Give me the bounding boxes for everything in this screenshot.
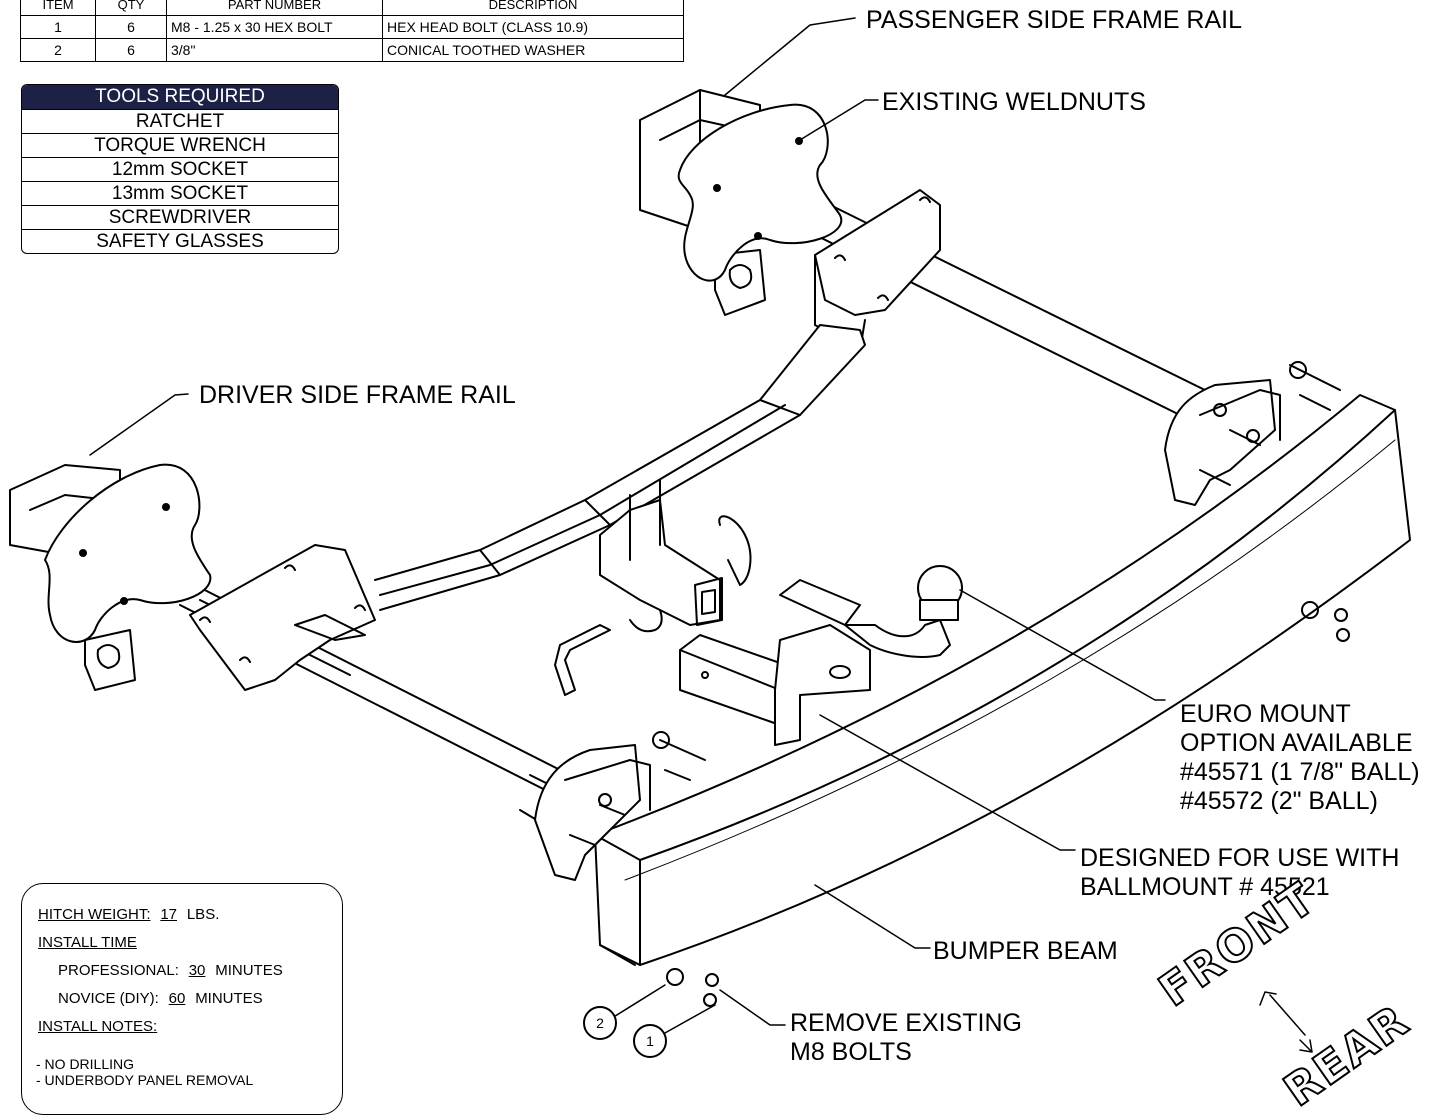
install-notes-label: INSTALL NOTES: <box>38 1018 158 1035</box>
cross-tube <box>374 324 866 611</box>
balloon-1-label: 1 <box>646 1033 654 1049</box>
balloon-2 <box>583 1006 617 1040</box>
hitch-weight-unit: LBS. <box>186 906 220 923</box>
novice-time-line: NOVICE (DIY): 60 MINUTES <box>58 990 263 1007</box>
driver-flange-plate <box>44 463 212 643</box>
install-time-line: INSTALL TIME <box>38 934 137 951</box>
cell-item: 2 <box>20 38 96 62</box>
col-part-number: PART NUMBER <box>166 0 383 16</box>
callout-driver-frame-rail: DRIVER SIDE FRAME RAIL <box>199 381 516 409</box>
remove-bolts-line-1: REMOVE EXISTING <box>790 1009 1022 1037</box>
callout-bumper-beam: BUMPER BEAM <box>933 937 1118 965</box>
note-item: - NO DRILLING <box>36 1056 135 1072</box>
callout-designed-for: DESIGNED FOR USE WITH BALLMOUNT # 45521 <box>1080 844 1399 902</box>
cell-qty: 6 <box>95 38 167 62</box>
col-item: ITEM <box>20 0 96 16</box>
passenger-end-brackets <box>1164 361 1350 642</box>
tool-item: 13mm SOCKET <box>22 181 338 205</box>
note-item: - UNDERBODY PANEL REMOVAL <box>36 1072 254 1088</box>
callout-passenger-frame-rail: PASSENGER SIDE FRAME RAIL <box>866 6 1243 34</box>
standard-ball-mount <box>679 624 871 746</box>
euro-mount-line-2: OPTION AVAILABLE <box>1180 729 1413 757</box>
table-row: 1 6 M8 - 1.25 x 30 HEX BOLT HEX HEAD BOL… <box>20 15 684 39</box>
professional-unit: MINUTES <box>215 962 283 979</box>
remove-bolts-line-2: M8 BOLTS <box>790 1038 912 1066</box>
callout-euro-mount: EURO MOUNT OPTION AVAILABLE #45571 (1 7/… <box>1180 700 1420 816</box>
leader-lines <box>89 17 1166 1039</box>
professional-label: PROFESSIONAL: <box>58 962 179 979</box>
hitch-pin <box>554 515 752 696</box>
col-description: DESCRIPTION <box>382 0 684 16</box>
cell-description: CONICAL TOOTHED WASHER <box>382 38 684 62</box>
cell-qty: 6 <box>95 15 167 39</box>
tool-item: TORQUE WRENCH <box>22 133 338 157</box>
driver-bracket <box>189 544 376 691</box>
install-time-label: INSTALL TIME <box>38 934 137 951</box>
novice-label: NOVICE (DIY): <box>58 990 159 1007</box>
cell-part-number: 3/8" <box>166 38 383 62</box>
cell-description: HEX HEAD BOLT (CLASS 10.9) <box>382 15 684 39</box>
euro-mount-line-1: EURO MOUNT <box>1180 700 1351 728</box>
driver-end-brackets <box>534 731 719 1007</box>
parts-table: ITEM QTY PART NUMBER DESCRIPTION 1 6 M8 … <box>20 0 684 62</box>
novice-value: 60 <box>168 990 186 1007</box>
callout-remove-bolts: REMOVE EXISTING M8 BOLTS <box>790 1009 1022 1067</box>
cell-item: 1 <box>20 15 96 39</box>
install-info-box: HITCH WEIGHT: 17 LBS. INSTALL TIME PROFE… <box>21 883 343 1115</box>
cell-part-number: M8 - 1.25 x 30 HEX BOLT <box>166 15 383 39</box>
designed-for-line-1: DESIGNED FOR USE WITH <box>1080 844 1400 872</box>
bumper-beam <box>594 394 1411 966</box>
hitch-weight-line: HITCH WEIGHT: 17 LBS. <box>38 906 219 923</box>
table-row: 2 6 3/8" CONICAL TOOTHED WASHER <box>20 38 684 62</box>
passenger-bracket <box>814 189 941 351</box>
balloon-2-label: 2 <box>596 1015 604 1031</box>
euro-mount-line-3: #45571 (1 7/8" BALL) <box>1180 758 1420 786</box>
col-qty: QTY <box>95 0 167 16</box>
passenger-flange-plate <box>677 103 843 282</box>
hitch-weight-label: HITCH WEIGHT: <box>38 906 151 923</box>
tools-required-table: TOOLS REQUIRED RATCHET TORQUE WRENCH 12m… <box>21 84 339 254</box>
parts-table-header: ITEM QTY PART NUMBER DESCRIPTION <box>20 0 684 16</box>
install-notes-line: INSTALL NOTES: <box>38 1018 157 1035</box>
designed-for-line-2: BALLMOUNT # 45521 <box>1080 873 1330 901</box>
tool-item: RATCHET <box>22 109 338 133</box>
direction-arrows <box>1259 991 1313 1053</box>
tool-item: 12mm SOCKET <box>22 157 338 181</box>
professional-value: 30 <box>188 962 206 979</box>
receiver-tube <box>599 479 723 626</box>
balloon-1 <box>633 1024 667 1058</box>
tool-item: SAFETY GLASSES <box>22 229 338 253</box>
tools-title: TOOLS REQUIRED <box>22 85 338 109</box>
callout-existing-weldnuts: EXISTING WELDNUTS <box>882 88 1146 116</box>
hitch-weight-value: 17 <box>160 906 178 923</box>
tool-item: SCREWDRIVER <box>22 205 338 229</box>
euro-mount-line-4: #45572 (2" BALL) <box>1180 787 1378 815</box>
novice-unit: MINUTES <box>195 990 263 1007</box>
hitch-installation-drawing: 2 1 <box>9 17 1411 1058</box>
euro-ball-mount <box>779 565 963 658</box>
professional-time-line: PROFESSIONAL: 30 MINUTES <box>58 962 283 979</box>
